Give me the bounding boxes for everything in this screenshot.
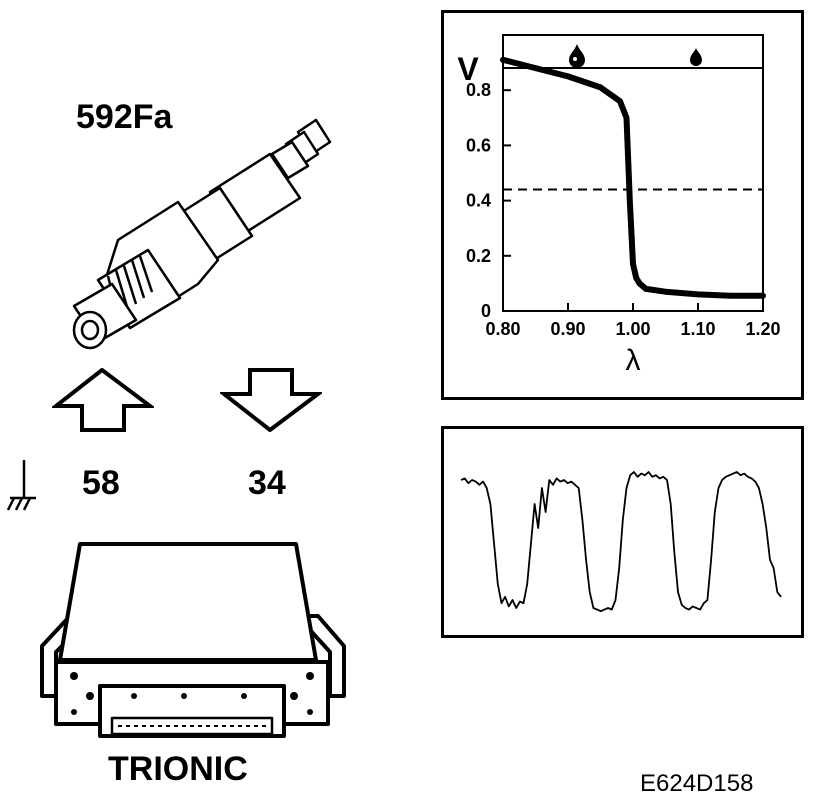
y-tick-label: 0.8	[466, 80, 491, 100]
arrow-down-icon	[220, 368, 322, 432]
x-axis-title: λ	[626, 344, 641, 377]
chart-frame	[441, 10, 804, 400]
fuel-drop-lean-icon	[690, 48, 702, 66]
x-tick-label: 0.90	[550, 319, 585, 339]
lambda-voltage-chart: V λ 0.80 0.90 1.00 1.10 1.20 0 0.2 0.4 0.6 0.8	[441, 10, 804, 400]
sensor-part-label: 592Fa	[76, 98, 173, 136]
y-tick-label: 0.6	[466, 135, 491, 155]
ecu-name-label: TRIONIC	[108, 750, 248, 788]
fuel-drop-rich-icon	[569, 44, 585, 68]
pin-signal-label: 34	[248, 464, 286, 502]
y-tick-label: 0.2	[466, 246, 491, 266]
ecu-illustration	[40, 542, 346, 738]
x-tick-label: 1.20	[745, 319, 780, 339]
figure-code: E624D158	[640, 770, 754, 797]
x-tick-label: 1.00	[615, 319, 650, 339]
series-line	[500, 56, 766, 299]
y-tick-label: 0.4	[466, 191, 491, 211]
y-axis-title: V	[457, 51, 479, 87]
x-tick-label: 0.80	[485, 319, 520, 339]
ground-symbol-icon	[6, 460, 36, 511]
x-tick-label: 1.10	[680, 319, 715, 339]
sensor-signal-trace-chart	[441, 426, 804, 638]
signal-trace-line	[460, 471, 782, 613]
y-tick-label: 0	[481, 301, 491, 321]
oxygen-sensor-illustration	[72, 118, 332, 350]
pin-ground-label: 58	[82, 464, 120, 502]
arrow-up-icon	[52, 368, 154, 432]
